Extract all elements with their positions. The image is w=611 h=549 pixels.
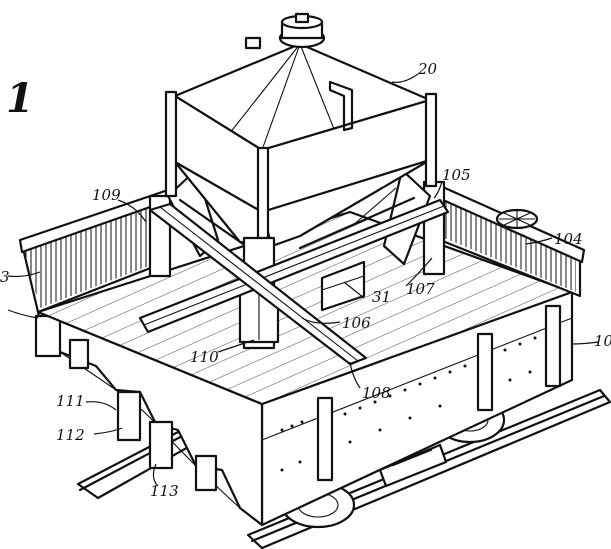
end-wall-right	[422, 180, 586, 298]
numeral-31: 31	[372, 288, 391, 306]
hand-brake-wheel	[495, 208, 539, 230]
hopper-tank	[164, 12, 438, 250]
numeral-3: 3	[0, 268, 10, 286]
cross-beams	[138, 198, 450, 366]
numeral-10: 10	[594, 332, 611, 350]
numeral-105: 105	[442, 166, 471, 184]
numeral-20: 20	[417, 60, 438, 78]
numeral-112: 112	[56, 426, 85, 444]
numeral-108: 108	[362, 384, 391, 402]
discharge-spout	[238, 236, 280, 350]
numeral-113: 113	[150, 482, 179, 500]
leader-lines	[7, 73, 599, 487]
numeral-104: 104	[554, 230, 583, 248]
reference-numerals: 20 105 109 104 3 107 31 106 110 108 10 1…	[0, 60, 611, 500]
numeral-109: 109	[92, 186, 121, 204]
broken-end	[34, 310, 264, 527]
numeral-107: 107	[406, 280, 435, 298]
end-wall-left	[18, 188, 172, 314]
numeral-111: 111	[56, 392, 85, 410]
numeral-110: 110	[190, 348, 219, 366]
figure-label: 1	[6, 75, 34, 122]
numeral-106: 106	[342, 314, 371, 332]
